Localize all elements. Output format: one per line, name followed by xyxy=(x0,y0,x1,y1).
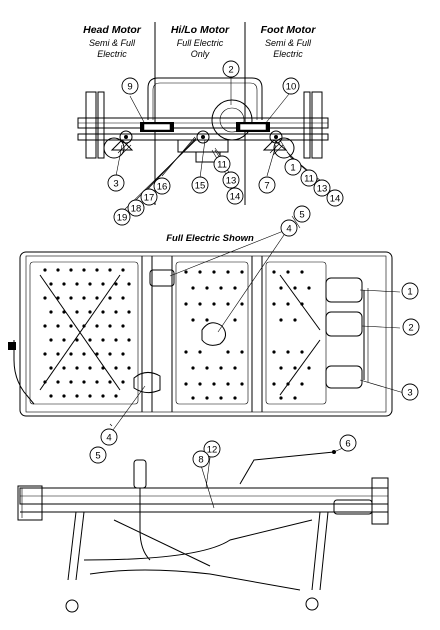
callout-15: 15 xyxy=(191,176,209,194)
hilo-motor-title: Hi/Lo Motor xyxy=(171,24,230,36)
callout-number: 9 xyxy=(127,81,132,92)
callout-10: 10 xyxy=(282,77,300,95)
hilo-motor-line1: Full Electric xyxy=(177,38,224,48)
callout-circle xyxy=(191,176,209,194)
callout-circle xyxy=(293,205,311,223)
callout-number: 11 xyxy=(304,173,314,184)
callout-11: 11 xyxy=(300,169,318,187)
callout-number: 18 xyxy=(131,203,142,214)
callout-circle xyxy=(121,77,139,95)
callout-number: 14 xyxy=(330,193,341,204)
head-motor-line1: Semi & Full xyxy=(89,38,136,48)
callout-circle xyxy=(203,440,221,458)
callout-8: 8 xyxy=(192,450,210,468)
callout-number: 2 xyxy=(228,64,233,75)
callout-number: 10 xyxy=(286,81,297,92)
callout-circle xyxy=(401,282,419,300)
motor-assembly-top xyxy=(77,77,335,213)
callout-14: 14 xyxy=(326,189,344,207)
callout-1: 1 xyxy=(284,158,302,176)
header-foot-motor: Foot Motor Semi & Full Electric xyxy=(261,24,317,59)
callout-number: 19 xyxy=(117,212,128,223)
callout-11: 11 xyxy=(213,155,231,173)
callout-circle xyxy=(258,176,276,194)
callout-1: 1 xyxy=(401,282,419,300)
callout-number: 2 xyxy=(408,322,413,333)
callout-number: 13 xyxy=(226,175,237,186)
callout-circle xyxy=(222,171,240,189)
callout-circle xyxy=(107,174,125,192)
callout-2: 2 xyxy=(402,318,420,336)
callout-circle xyxy=(100,428,118,446)
callout-13: 13 xyxy=(313,179,331,197)
callout-circle xyxy=(326,189,344,207)
callout-13: 13 xyxy=(222,171,240,189)
callout-number: 1 xyxy=(407,286,412,297)
callout-number: 17 xyxy=(144,192,155,203)
callout-16: 16 xyxy=(153,177,171,195)
head-motor-line2: Electric xyxy=(97,49,127,59)
head-motor-title: Head Motor xyxy=(83,24,142,36)
callout-number: 3 xyxy=(113,178,118,189)
callout-7: 7 xyxy=(258,176,276,194)
callout-circle xyxy=(282,77,300,95)
foot-motor-line2: Electric xyxy=(273,49,303,59)
callout-3: 3 xyxy=(401,383,419,401)
callout-number: 6 xyxy=(345,438,350,449)
callout-14: 14 xyxy=(226,187,244,205)
callout-circle xyxy=(153,177,171,195)
callout-number: 11 xyxy=(217,159,227,170)
callout-2: 2 xyxy=(222,60,240,78)
callout-number: 5 xyxy=(299,209,304,220)
callout-circle xyxy=(402,318,420,336)
caption-full-electric: Full Electric Shown xyxy=(166,233,254,244)
callout-number: 1 xyxy=(290,162,295,173)
callout-number: 5 xyxy=(95,450,100,461)
callout-circle xyxy=(213,155,231,173)
header-hilo-motor: Hi/Lo Motor Full Electric Only xyxy=(171,24,230,59)
callout-number: 16 xyxy=(157,181,168,192)
callout-18: 18 xyxy=(127,199,145,217)
callout-circle xyxy=(339,434,357,452)
callout-9: 9 xyxy=(121,77,139,95)
callout-circle xyxy=(401,383,419,401)
callout-number: 4 xyxy=(106,432,111,443)
callout-circle xyxy=(89,446,107,464)
callout-circle xyxy=(300,169,318,187)
callout-circle xyxy=(140,188,158,206)
foot-motor-title: Foot Motor xyxy=(261,24,317,36)
hilo-motor-line2: Only xyxy=(191,49,210,59)
callout-number: 15 xyxy=(195,180,206,191)
callout-3: 3 xyxy=(107,174,125,192)
callout-circle xyxy=(284,158,302,176)
callout-number: 8 xyxy=(198,454,203,465)
header-head-motor: Head Motor Semi & Full Electric xyxy=(83,24,142,59)
callout-6: 6 xyxy=(339,434,357,452)
callout-circle xyxy=(113,208,131,226)
callout-17: 17 xyxy=(140,188,158,206)
callout-number: 3 xyxy=(407,387,412,398)
callout-circle xyxy=(280,219,298,237)
callout-number: 4 xyxy=(286,223,291,234)
callout-19: 19 xyxy=(113,208,131,226)
callout-number: 13 xyxy=(317,183,328,194)
callout-circle xyxy=(226,187,244,205)
callout-circle xyxy=(127,199,145,217)
callout-circle xyxy=(222,60,240,78)
bed-side-view xyxy=(17,446,389,613)
callout-circle xyxy=(192,450,210,468)
callout-5: 5 xyxy=(89,446,107,464)
callout-12: 12 xyxy=(203,440,221,458)
callout-number: 7 xyxy=(264,180,269,191)
foot-motor-line1: Semi & Full xyxy=(265,38,312,48)
bed-top-view xyxy=(8,215,405,431)
callout-circle xyxy=(313,179,331,197)
callout-5: 5 xyxy=(293,205,311,223)
callout-number: 12 xyxy=(207,444,218,455)
callout-4: 4 xyxy=(280,219,298,237)
callout-number: 14 xyxy=(230,191,241,202)
callout-4: 4 xyxy=(100,428,118,446)
